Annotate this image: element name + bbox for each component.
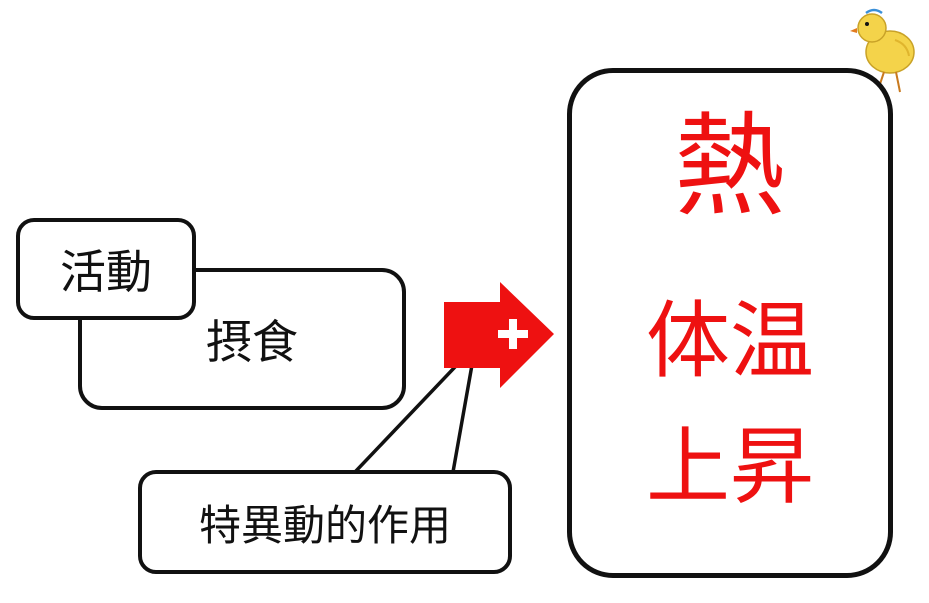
specific-dynamic-action-box: 特異動的作用 (138, 470, 512, 574)
heat-title: 熱 (674, 102, 786, 232)
activity-label: 活動 (60, 245, 152, 299)
sda-label: 特異動的作用 (198, 500, 451, 550)
plus-icon-vertical (509, 319, 517, 349)
heat-box: 熱 体温 上昇 (567, 68, 893, 578)
rise-label: 上昇 (645, 418, 814, 516)
intake-label: 摂食 (206, 315, 298, 369)
chick-icon (850, 8, 915, 93)
activity-box: 活動 (16, 218, 196, 320)
body-temperature-label: 体温 (645, 292, 814, 390)
